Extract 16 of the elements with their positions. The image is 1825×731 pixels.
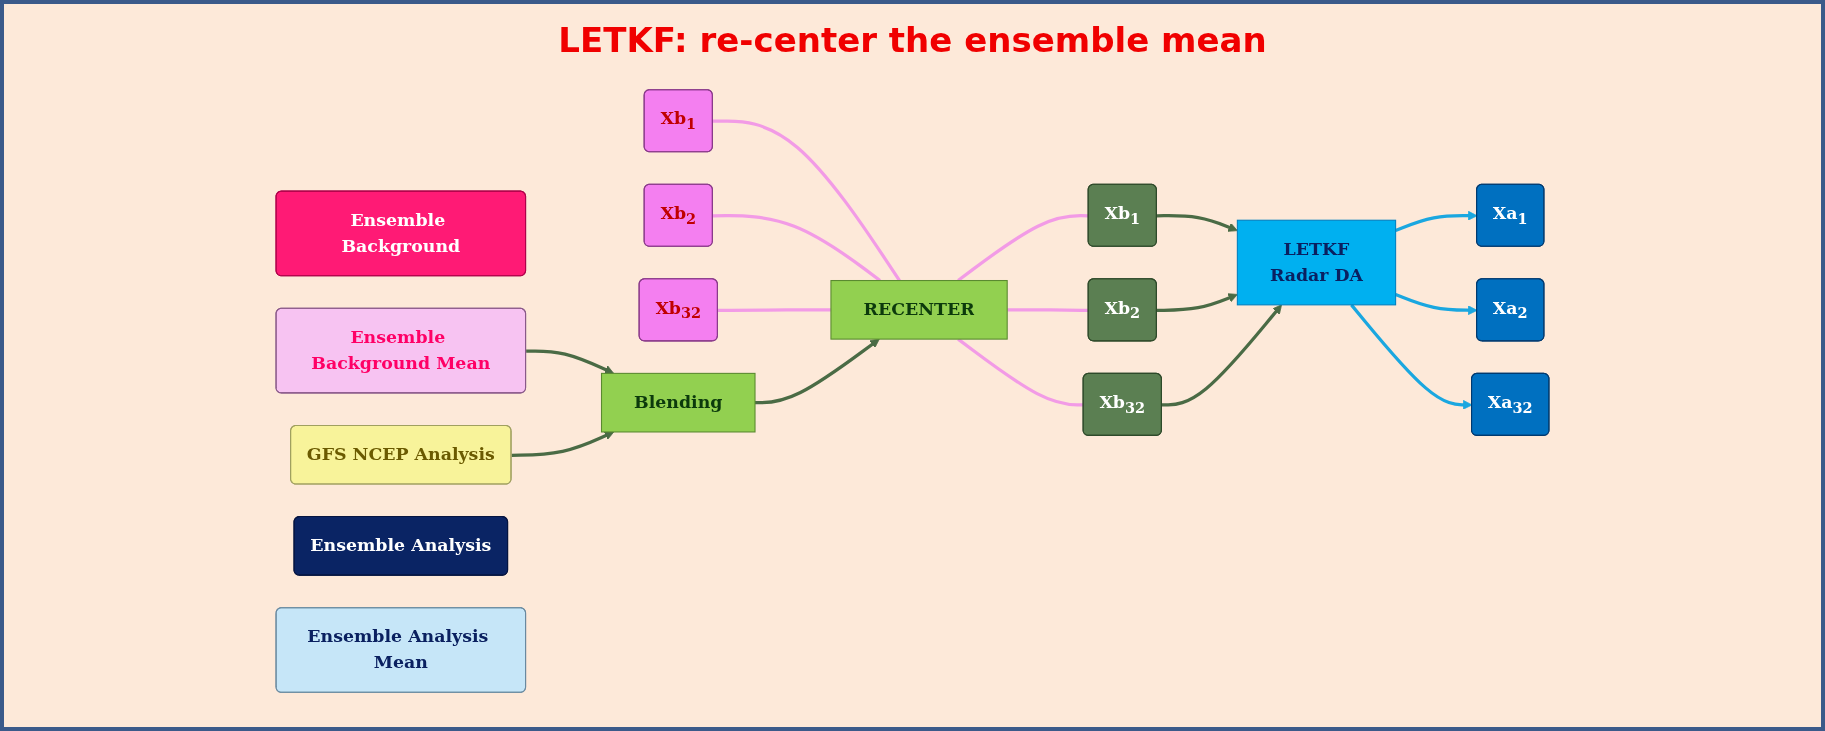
connector (717, 307, 831, 312)
connector (957, 337, 1084, 407)
connector (1007, 307, 1089, 312)
node-box: Blending (600, 372, 756, 432)
node-box: RECENTER (830, 279, 1008, 340)
arrow (1161, 303, 1282, 407)
arrow (526, 348, 615, 374)
connector (957, 213, 1089, 282)
arrow (755, 338, 880, 404)
connector (712, 119, 901, 281)
connector (712, 213, 881, 282)
arrow (1156, 213, 1238, 232)
diagram-title: LETKF: re-center the ensemble mean (558, 20, 1267, 60)
node-box: LETKF Radar DA (1236, 219, 1397, 305)
arrow (511, 430, 615, 457)
arrow (1156, 292, 1238, 312)
